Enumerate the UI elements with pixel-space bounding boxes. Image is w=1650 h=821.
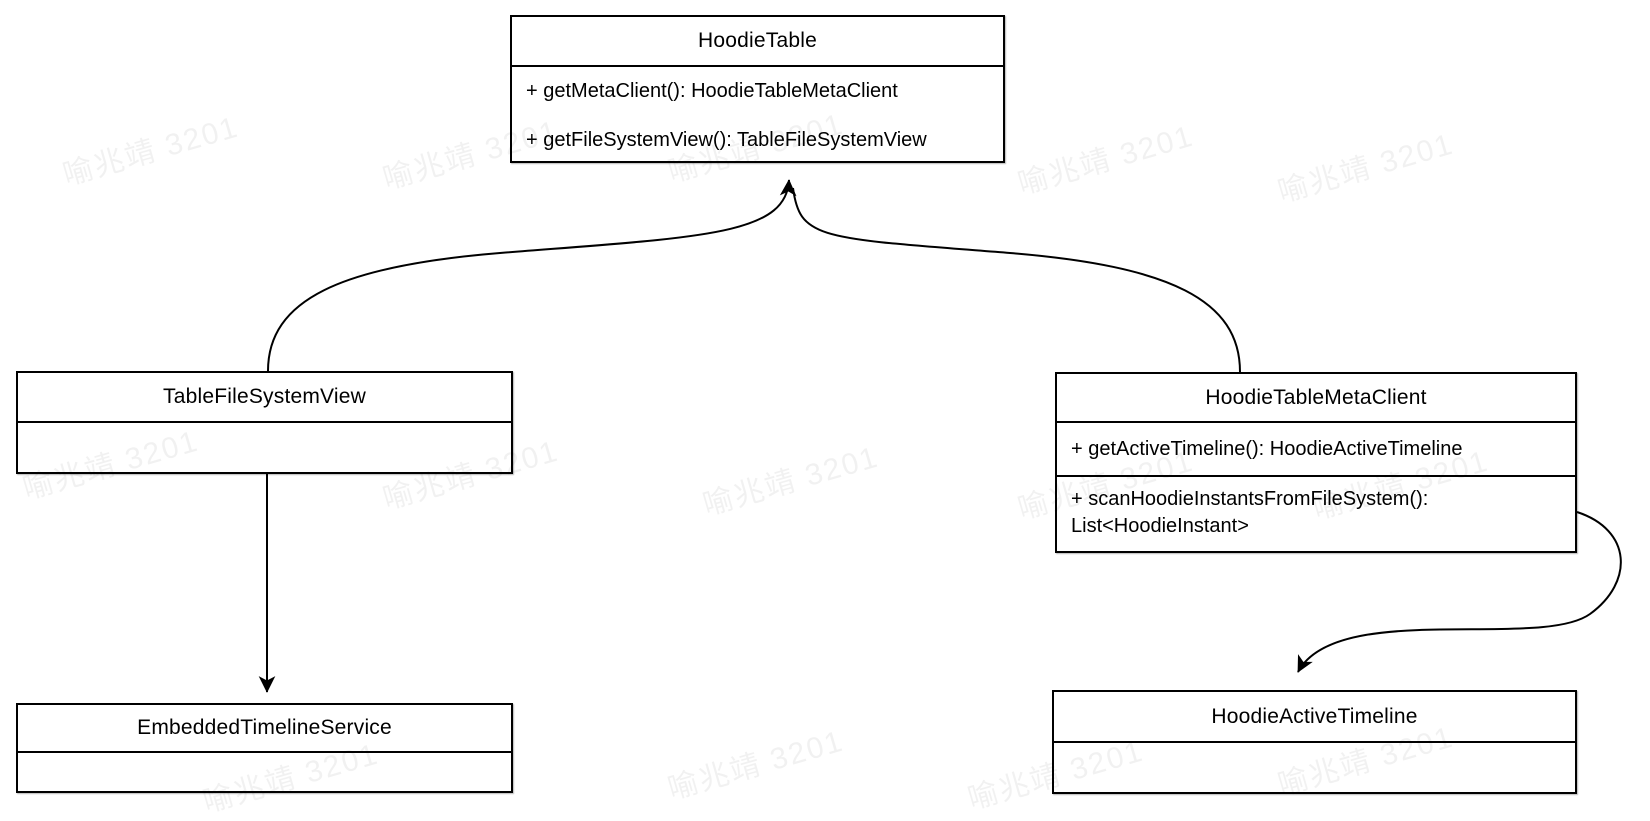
method-getmetaclient: + getMetaClient(): HoodieTableMetaClient (526, 80, 898, 102)
class-title-hoodieactivetimeline: HoodieActiveTimeline (1054, 692, 1575, 743)
class-title-hoodietablemetaclient: HoodieTableMetaClient (1057, 374, 1575, 423)
methods-compartment: + getMetaClient(): HoodieTableMetaClient… (512, 67, 1003, 161)
class-embeddedtimelineservice[interactable]: EmbeddedTimelineService (16, 703, 513, 793)
empty-compartment (18, 423, 511, 472)
class-hoodietable[interactable]: HoodieTable + getMetaClient(): HoodieTab… (510, 15, 1005, 163)
method-getfilesystemview: + getFileSystemView(): TableFileSystemVi… (526, 129, 927, 151)
class-tablefilesystemview[interactable]: TableFileSystemView (16, 371, 513, 474)
class-title-hoodietable: HoodieTable (512, 17, 1003, 67)
watermark-text: 喻兆靖 3201 (699, 440, 883, 523)
empty-compartment (1054, 743, 1575, 792)
methods-compartment: + getActiveTimeline(): HoodieActiveTimel… (1057, 423, 1575, 477)
edge-hoodietablemetaclient-to-hoodietable (792, 187, 1241, 373)
watermark-text: 喻兆靖 3201 (1274, 127, 1458, 210)
class-title-tablefilesystemview: TableFileSystemView (18, 373, 511, 423)
watermark-text: 喻兆靖 3201 (664, 724, 848, 807)
method-getactivetimeline: + getActiveTimeline(): HoodieActiveTimel… (1071, 437, 1463, 460)
method-scanhoodieinstantsfromfilesystem: + scanHoodieInstantsFromFileSystem(): Li… (1071, 488, 1429, 537)
edge-tablefilesystemview-to-hoodietable (267, 179, 797, 372)
class-hoodieactivetimeline[interactable]: HoodieActiveTimeline (1052, 690, 1577, 794)
watermark-text: 喻兆靖 3201 (59, 110, 243, 193)
class-hoodietablemetaclient[interactable]: HoodieTableMetaClient + getActiveTimelin… (1055, 372, 1577, 553)
class-title-embeddedtimelineservice: EmbeddedTimelineService (18, 705, 511, 753)
watermark-text: 喻兆靖 3201 (1014, 119, 1198, 202)
empty-compartment (18, 753, 511, 791)
methods-compartment: + scanHoodieInstantsFromFileSystem(): Li… (1057, 477, 1575, 551)
